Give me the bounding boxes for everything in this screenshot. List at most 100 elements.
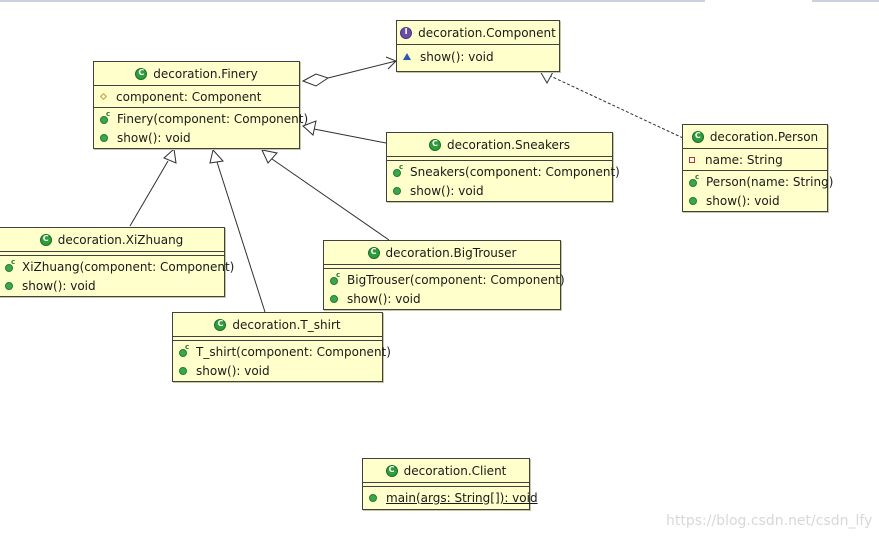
class-icon: [385, 464, 398, 477]
generalization-triangle: [163, 148, 177, 164]
watermark-text: https://blog.csdn.net/csdn_lfy: [666, 513, 873, 529]
class-icon: [214, 318, 227, 331]
class-header: decoration.T_shirt: [173, 313, 382, 337]
constructor-row[interactable]: T_shirt(component: Component): [173, 342, 391, 361]
realization-triangle: [539, 70, 554, 85]
class-name: decoration.Sneakers: [446, 137, 571, 152]
constructor-row[interactable]: XiZhuang(component: Component): [0, 257, 234, 276]
method-signature: show(): void: [196, 363, 270, 378]
field-signature: component: Component: [116, 89, 262, 104]
class-xizhuang[interactable]: decoration.XiZhuang XiZhuang(component: …: [0, 227, 234, 297]
class-sneakers[interactable]: decoration.Sneakers Sneakers(component: …: [386, 132, 620, 202]
public-method-icon: [689, 196, 697, 205]
class-client[interactable]: decoration.Client main(args: String[]): …: [362, 458, 538, 510]
empty-fields-section: [363, 483, 529, 487]
public-method-icon: [393, 186, 401, 195]
generalization-edge-tshirt-finery: [209, 148, 266, 313]
methods-section: main(args: String[]): void: [363, 487, 538, 508]
methods-section: BigTrouser(component: Component) show():…: [324, 269, 565, 309]
methods-section: Person(name: String) show(): void: [683, 171, 833, 211]
method-signature: Person(name: String): [706, 174, 834, 189]
private-field-icon: [689, 156, 695, 163]
class-bigtrouser[interactable]: decoration.BigTrouser BigTrouser(compone…: [323, 240, 565, 310]
method-row[interactable]: show(): void: [173, 361, 382, 380]
class-header: decoration.Component: [397, 21, 559, 45]
class-name: decoration.BigTrouser: [385, 245, 517, 260]
method-row[interactable]: show(): void: [94, 128, 299, 147]
class-name: decoration.Component: [418, 25, 556, 40]
interface-icon: [400, 26, 413, 39]
public-method-icon: [330, 294, 338, 303]
class-icon: [39, 233, 52, 246]
methods-section: XiZhuang(component: Component) show(): v…: [0, 256, 234, 296]
generalization-triangle: [302, 120, 317, 136]
constructor-icon: [330, 271, 340, 285]
constructor-row[interactable]: Person(name: String): [683, 172, 833, 191]
class-icon: [367, 246, 380, 259]
class-header: decoration.Client: [363, 459, 529, 483]
method-row[interactable]: show(): void: [324, 289, 560, 308]
class-header: decoration.Sneakers: [387, 133, 612, 157]
public-method-icon: [5, 281, 13, 290]
class-icon: [691, 130, 704, 143]
constructor-icon: [5, 258, 15, 272]
class-tshirt[interactable]: decoration.T_shirt T_shirt(component: Co…: [172, 312, 391, 382]
method-signature: BigTrouser(component: Component): [347, 272, 565, 287]
constructor-row[interactable]: Sneakers(component: Component): [387, 162, 620, 181]
constructor-icon: [100, 110, 110, 124]
method-signature: show(): void: [347, 291, 421, 306]
field-row[interactable]: name: String: [683, 150, 827, 169]
method-row[interactable]: show(): void: [387, 181, 612, 200]
generalization-edge-xizhuang-finery: [129, 148, 177, 227]
realization-edge-person-component: [539, 70, 684, 139]
method-row[interactable]: show(): void: [0, 276, 224, 295]
method-row[interactable]: show(): void: [683, 191, 827, 210]
class-person[interactable]: decoration.Person name: String Person(na…: [682, 124, 833, 212]
method-signature: show(): void: [706, 193, 780, 208]
method-row[interactable]: show(): void: [397, 47, 559, 66]
class-name: decoration.Client: [403, 463, 507, 478]
window-top-edge: [0, 0, 705, 2]
public-static-method-icon: [369, 493, 377, 502]
generalization-triangle: [209, 148, 224, 164]
generalization-edge-bigtrouser-finery: [261, 149, 390, 241]
empty-fields-section: [324, 265, 560, 269]
method-signature: show(): void: [420, 49, 494, 64]
methods-section: show(): void: [397, 45, 559, 67]
methods-section: Finery(component: Component) show(): voi…: [94, 108, 308, 148]
class-header: decoration.XiZhuang: [0, 228, 224, 252]
generalization-edge-sneakers-finery: [302, 120, 387, 144]
methods-section: T_shirt(component: Component) show(): vo…: [173, 341, 391, 381]
class-header: decoration.Person: [683, 125, 827, 149]
method-signature: show(): void: [22, 278, 96, 293]
constructor-icon: [393, 163, 403, 177]
class-header: decoration.Finery: [94, 62, 299, 86]
class-name: decoration.T_shirt: [232, 317, 341, 332]
package-visibility-icon: [403, 53, 411, 60]
constructor-icon: [179, 343, 189, 357]
field-row[interactable]: component: Component: [94, 87, 299, 106]
fields-section: name: String: [683, 149, 827, 171]
method-signature: Finery(component: Component): [117, 111, 309, 126]
empty-fields-section: [387, 157, 612, 161]
constructor-row[interactable]: BigTrouser(component: Component): [324, 270, 565, 289]
public-method-icon: [100, 133, 108, 142]
class-header: decoration.BigTrouser: [324, 241, 560, 265]
window-top-edge-right: [812, 0, 879, 2]
class-finery[interactable]: decoration.Finery component: Component F…: [93, 61, 308, 149]
methods-section: Sneakers(component: Component) show(): v…: [387, 161, 620, 201]
protected-field-icon: [100, 93, 107, 100]
empty-fields-section: [0, 252, 224, 256]
method-signature: main(args: String[]): void: [386, 490, 538, 505]
field-signature: name: String: [705, 152, 783, 167]
method-signature: show(): void: [117, 130, 191, 145]
public-method-icon: [179, 366, 187, 375]
constructor-row[interactable]: Finery(component: Component): [94, 109, 308, 128]
static-method-row[interactable]: main(args: String[]): void: [363, 488, 538, 507]
method-signature: show(): void: [410, 183, 484, 198]
aggregation-edge-finery-component: [301, 56, 397, 87]
method-signature: XiZhuang(component: Component): [22, 259, 235, 274]
class-name: decoration.XiZhuang: [57, 232, 184, 247]
class-component[interactable]: decoration.Component show(): void: [396, 20, 560, 72]
